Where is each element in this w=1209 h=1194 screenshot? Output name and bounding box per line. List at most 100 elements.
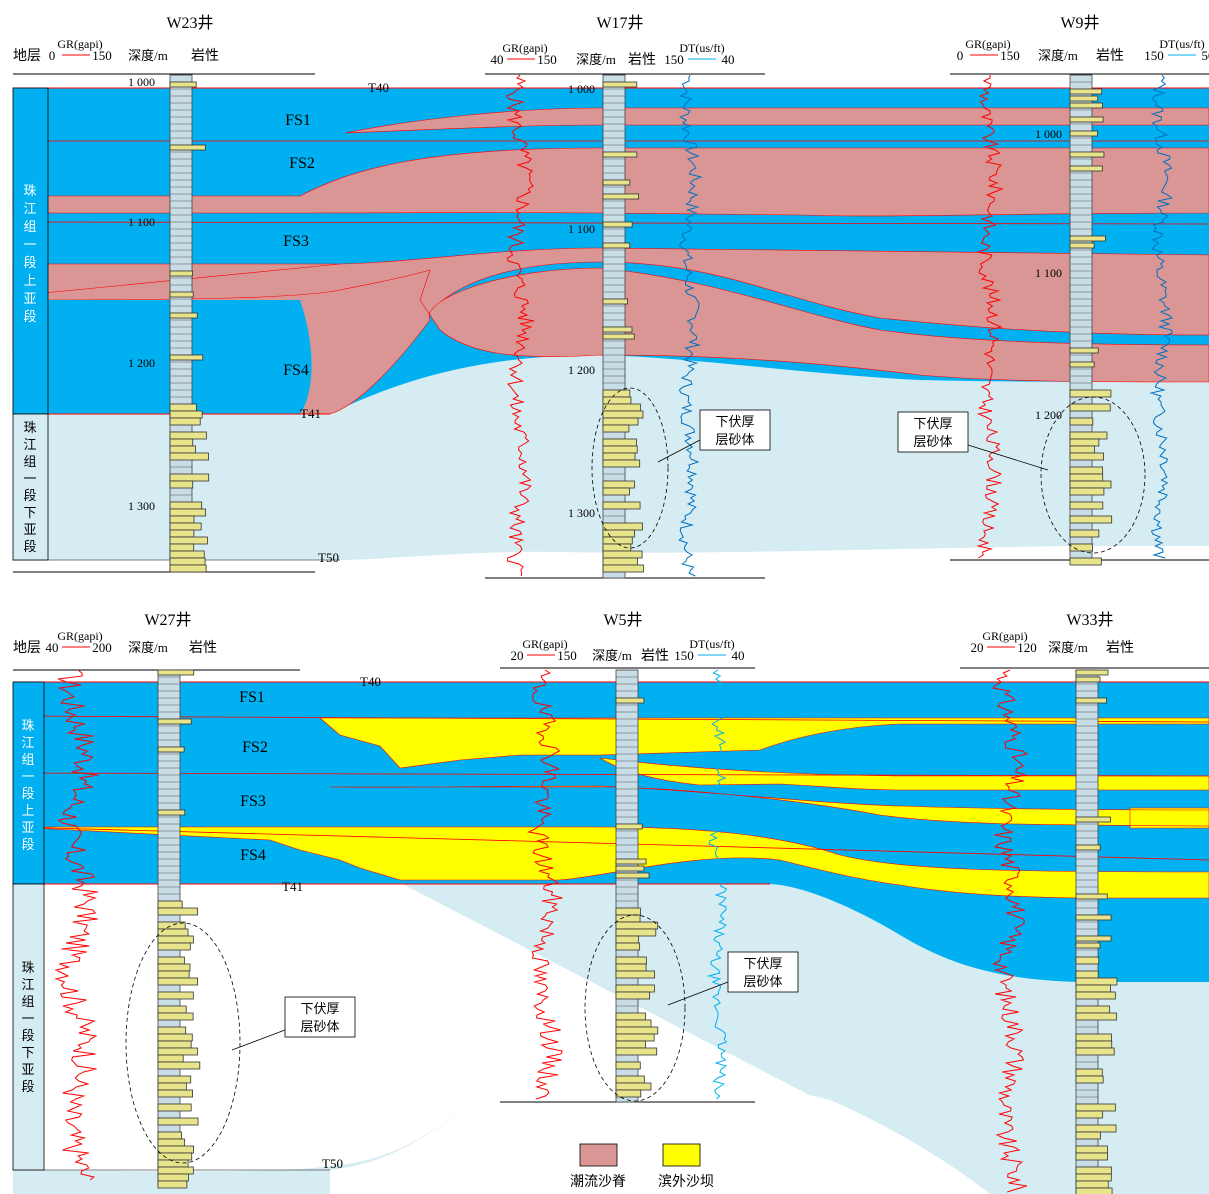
lithology-column-w9-sand-bed [1069, 116, 1104, 123]
lithology-column-w5-sand-bed [615, 942, 641, 951]
lithology-column-w33-sand-bed [1075, 984, 1111, 993]
gr-min: 20 [971, 640, 984, 655]
lithology-column-w27-sand-bed [157, 746, 185, 753]
sand-outline-w9 [1040, 396, 1146, 554]
lithology-column-w27-sand-bed [157, 1033, 193, 1042]
lithology-column-w9-sand-bed [1069, 130, 1098, 137]
lithology-column-w33-sand-bed [1075, 1180, 1109, 1189]
lithology-column-w27-sand-bed [157, 935, 194, 944]
lithology-track-title: 岩性 [189, 640, 217, 656]
lithology-column-w33-sand-bed [1075, 991, 1116, 1000]
lithology-column-w9-sand-bed [1069, 361, 1095, 368]
lithology-column-w33-sand-bed [1075, 1068, 1103, 1077]
lithology-column-w5-sand-bed [615, 1033, 655, 1042]
horizon-fs-boundary-3-bottom [12, 826, 1209, 861]
lithology-column-w33-sand-bed [1075, 935, 1112, 942]
lithology-column-w27-sand-bed [157, 942, 191, 951]
lithology-column-w17-sand-bed [602, 403, 641, 412]
lithology-column-w33-sand-bed [1075, 914, 1112, 921]
lithology-column-w9-sand-bed [1069, 473, 1104, 482]
yellow-body-fs4 [12, 826, 1209, 899]
yellow-body-fs2b [599, 757, 1209, 791]
strat-upper-char: 组 [23, 219, 36, 234]
dt-min: 150 [664, 52, 684, 67]
lithology-column-w9-sand-bed [1069, 95, 1099, 102]
lithology-column-w5-sand-bed [615, 921, 659, 930]
callout-box-w9 [897, 411, 969, 453]
lithology-column-w17-sand-bed [602, 389, 631, 398]
lithology-column-w27-sand-bed [157, 1047, 198, 1056]
lithology-column-w5-sand-bed [615, 697, 645, 704]
depth-label-w9: 1 100 [1035, 266, 1062, 280]
dt-curve-w17 [678, 74, 703, 577]
horizon-label-t50-bottom: T50 [322, 1156, 343, 1171]
lithology-column-w5-sand-bed [615, 865, 645, 872]
lithology-column-w5-sand-bed [615, 970, 656, 979]
strat-lower-char-bottom: 段 [21, 1028, 34, 1043]
callout-box-w17 [699, 409, 771, 451]
dt-track-title: DT(us/ft) [1159, 37, 1204, 51]
lithology-column-w27-sand-bed [157, 963, 191, 972]
lithology-column-w17-sand-bed [602, 424, 630, 433]
gr-track-title: GR(gapi) [57, 37, 102, 51]
depth-label-w17: 1 200 [568, 363, 595, 377]
strat-upper-char: 珠 [23, 183, 36, 198]
lithology-column-w9-sand-bed [1069, 515, 1113, 524]
lithology-column-w17-sand-bed [602, 81, 638, 88]
lithology-column-w23-sand-bed [169, 543, 195, 552]
lithology-column-w5-sand-bed [615, 1061, 641, 1070]
lithology-column-w33-sand-bed [1075, 1124, 1117, 1133]
lithology-column-w23-sand-bed [169, 270, 193, 277]
depth-track-title: 深度/m [1038, 48, 1078, 63]
lithology-column-w27-sand-bed [157, 970, 190, 979]
lithology-column-w33-sand-bed [1075, 816, 1111, 823]
lithology-column-w17-sand-bed [602, 487, 630, 496]
horizon-fs-boundary-2-bottom [12, 772, 1209, 777]
lithology-column-w33-sand-bed [1075, 1145, 1108, 1154]
dt-min: 150 [1144, 48, 1164, 63]
stratum-header: 地层 [13, 640, 41, 656]
sequence-label-fs3-bottom: FS3 [240, 793, 266, 810]
lithology-column-w17-sand-bed [602, 396, 632, 405]
lithology-column-w27-sand-bed [157, 1131, 182, 1140]
lithology-column-w27-sand-bed [157, 1145, 195, 1154]
lithology-column-w33-sand-bed [1075, 1047, 1115, 1056]
gr-track-title: GR(gapi) [57, 629, 102, 643]
strat-lower-char-bottom: 下 [21, 1045, 34, 1060]
legend-label-offshore-bar: 滨外沙坝 [658, 1174, 714, 1190]
lithology-column-w17-sand-bed [602, 564, 644, 573]
depth-label-w17: 1 000 [568, 82, 595, 96]
lithology-column-w33-sand-bed [1075, 1131, 1101, 1140]
gr-max: 150 [1000, 48, 1020, 63]
lithology-column-w5-sand-bed [615, 907, 641, 916]
gr-curve-w5 [527, 669, 563, 1100]
sequence-label-fs4: FS4 [283, 362, 309, 379]
strat-upper-char-bottom: 珠 [21, 718, 34, 733]
lithology-column-w23-sand-bed [169, 508, 207, 517]
sequence-label-fs2: FS2 [289, 155, 315, 172]
legend-swatch-yellow [662, 1143, 701, 1167]
depth-track-title: 深度/m [576, 52, 616, 67]
lithology-column-w9-sand-bed [1069, 235, 1106, 242]
lithology-column-w23-sand-bed [169, 354, 204, 361]
legend-swatch-pink [579, 1143, 618, 1167]
dt-max: 50 [1202, 48, 1209, 63]
lithology-column-w27-sand-bed [157, 1152, 193, 1161]
lithology-column-w33-sand-bed [1075, 956, 1100, 965]
lithology-column-w17-sand-bed [602, 529, 635, 538]
dt-max: 40 [722, 52, 735, 67]
strat-lower-char-bottom: 组 [21, 994, 34, 1009]
lithology-column-w33-sand-bed [1075, 1012, 1118, 1021]
lithology-column-w27-sand-bed [157, 1061, 201, 1070]
gr-curve-w33 [991, 669, 1029, 1193]
lithology-column-w27-sand-bed [157, 1026, 187, 1035]
lithology-column-w27-sand-bed [157, 977, 199, 986]
well-name: W33井 [1066, 611, 1113, 629]
gr-min: 40 [491, 52, 504, 67]
strat-upper-char: 上 [23, 273, 36, 288]
stratum-header: 地层 [13, 48, 41, 64]
strat-lower-char: 组 [23, 454, 36, 469]
well-name: W27井 [144, 611, 191, 629]
gr-track-title: GR(gapi) [522, 637, 567, 651]
